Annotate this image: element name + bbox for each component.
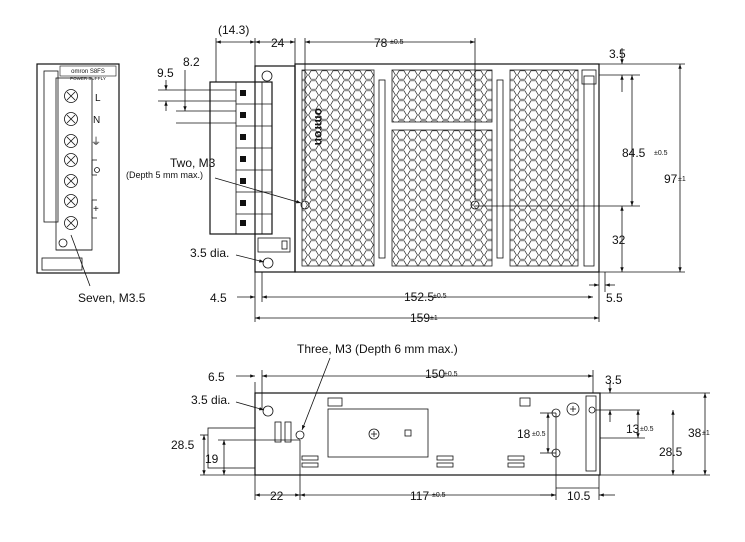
terminal-screw [64, 153, 78, 167]
dim-97: 97 [664, 172, 678, 186]
terminal-screws [64, 89, 78, 230]
side-view-outline [36, 63, 120, 274]
dim-3-5-top: 3.5 [609, 47, 626, 61]
dim-117: 117 [410, 489, 429, 503]
center-screw [368, 428, 380, 440]
dim-159: 159 [410, 311, 430, 325]
right-flange [583, 75, 595, 267]
dim-8-2: 8.2 [183, 55, 200, 69]
adjust-pot [58, 238, 68, 248]
chassis-front-plate [254, 65, 296, 273]
svg-text:+: + [93, 204, 99, 215]
terminal-screw [64, 112, 78, 126]
terminal-leader [70, 234, 91, 287]
dim-38-tol: ±1 [702, 430, 710, 437]
vent-slots [301, 455, 525, 468]
dim-13: 13 [626, 422, 640, 436]
ground-screw [566, 402, 580, 416]
bottom-plate [327, 408, 429, 458]
dim-152-5-tol: ±0.5 [433, 293, 447, 300]
slot [284, 421, 292, 443]
terminal-screw [64, 134, 78, 148]
dim-150-tol: ±0.5 [444, 371, 458, 378]
dim-offset: (14.3) [218, 23, 249, 37]
mount-hole [300, 200, 310, 210]
brand-subtitle: POWER SUPPLY [70, 76, 106, 81]
rib [378, 79, 386, 259]
dim-18: 18 [517, 427, 531, 441]
dim-10-5: 10.5 [567, 489, 591, 503]
vent-panel-4 [509, 69, 579, 267]
mount-hole [295, 430, 305, 440]
terminal-callout: Seven, M3.5 [78, 291, 146, 305]
terminal-screw [64, 216, 78, 230]
dim-13-tol: ±0.5 [640, 426, 654, 433]
top-view-dimensions: (14.3) 24 78 ±0.5 3.5 9.5 8.2 84.5 ±0.5 … [126, 23, 686, 325]
callout-hole-3-5-bottom: 3.5 dia. [191, 393, 230, 407]
side-view: omron S8FS POWER SUPPLY L N ⏚ + Sev [36, 63, 146, 305]
dim-152-5: 152.5 [404, 290, 434, 304]
terminal-label-n: N [93, 115, 100, 126]
mount-hole-3-5 [262, 257, 274, 269]
dim-9-5: 9.5 [157, 66, 174, 80]
dim-19: 19 [205, 452, 219, 466]
side-view-foot [41, 257, 83, 271]
dim-78-tol: ±0.5 [390, 39, 404, 46]
chassis-body [294, 63, 600, 273]
mount-hole [470, 200, 480, 210]
dim-22: 22 [270, 489, 284, 503]
callout-hole-3-5: 3.5 dia. [190, 246, 229, 260]
dim-84-5-tol: ±0.5 [654, 150, 668, 157]
dim-18-tol: ±0.5 [532, 431, 546, 438]
dim-159-tol: ±1 [430, 315, 438, 322]
dim-3-5-bottom: 3.5 [605, 373, 622, 387]
bottom-view: Three, M3 (Depth 6 mm max.) [207, 342, 601, 476]
dim-4-5: 4.5 [210, 291, 227, 305]
rib [496, 79, 504, 259]
brand-plate [59, 65, 117, 77]
bottom-terminal-side [207, 427, 256, 469]
terminal-screw [64, 89, 78, 103]
slot [274, 421, 282, 443]
dim-97-tol: ±1 [678, 176, 686, 183]
bottom-view-dimensions: 6.5 150 ±0.5 3.5 3.5 dia. 28.5 19 18 ±0.… [171, 367, 710, 503]
dim-28-5-left: 28.5 [171, 438, 195, 452]
vent-panel-1 [301, 69, 375, 267]
dim-78: 78 [374, 36, 388, 50]
vent-panel-2 [391, 69, 493, 123]
terminal-label-ground: ⏚ [91, 136, 101, 148]
bottom-right-flange [585, 395, 597, 472]
dim-150: 150 [425, 367, 445, 381]
top-view: omron [209, 63, 600, 273]
omron-logo: omron [312, 108, 326, 145]
terminal-strip [209, 81, 273, 235]
status-window [257, 237, 291, 253]
terminal-label-l: L [95, 93, 101, 104]
callout-three-m3: Three, M3 (Depth 6 mm max.) [297, 342, 458, 356]
side-view-rib [43, 70, 59, 223]
terminal-cells [236, 90, 272, 226]
dim-38: 38 [688, 426, 702, 440]
dim-6-5: 6.5 [208, 370, 225, 384]
adjust-screw [261, 70, 273, 82]
callout-depth5: (Depth 5 mm max.) [126, 170, 203, 180]
dim-117-tol: ±0.5 [432, 492, 446, 499]
mount-hole-3-5 [262, 405, 274, 417]
dim-5-5: 5.5 [606, 291, 623, 305]
dim-84-5: 84.5 [622, 146, 646, 160]
dim-24: 24 [271, 36, 285, 50]
dim-28-5-right: 28.5 [659, 445, 683, 459]
dim-32: 32 [612, 233, 626, 247]
terminal-screw [64, 174, 78, 188]
vent-panel-3 [391, 129, 493, 267]
terminal-screw [64, 194, 78, 208]
callout-two-m3: Two, M3 [170, 156, 216, 170]
terminal-block-outline [55, 77, 93, 251]
brand-label: omron S8FS [71, 69, 105, 75]
